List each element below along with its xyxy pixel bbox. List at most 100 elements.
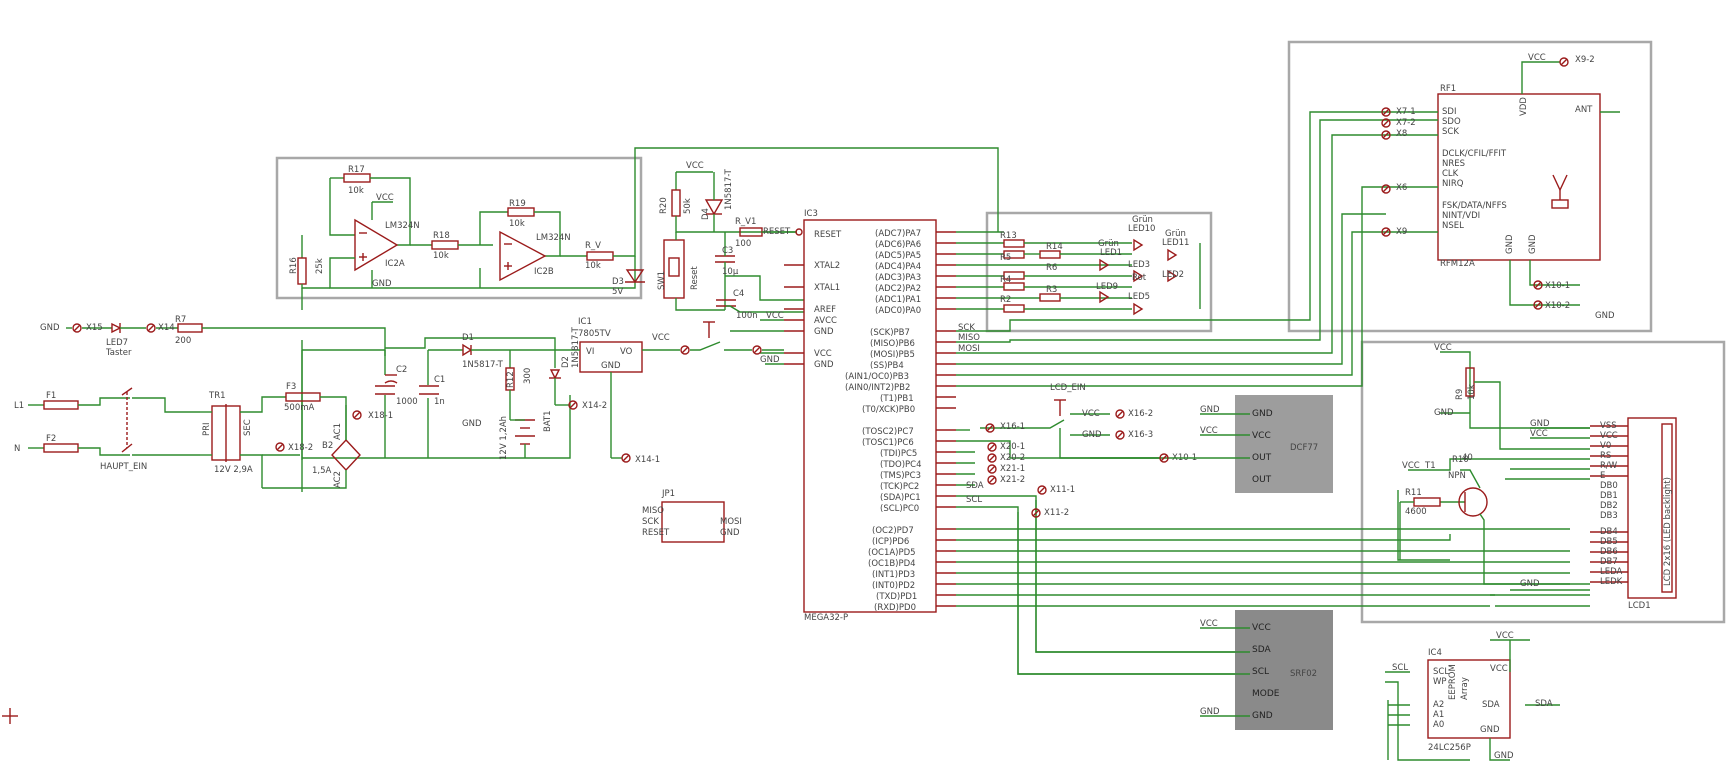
pd0-label: (RXD)PD0 <box>874 603 916 613</box>
pd1-label: (TXD)PD1 <box>876 592 917 602</box>
miso-net: MISO <box>958 333 980 343</box>
ac2-label: AC2 <box>333 471 343 488</box>
pb6-label: (MISO)PB6 <box>870 339 915 349</box>
rv-label: R_V <box>585 241 601 251</box>
b2-value: 1,5A <box>312 466 332 476</box>
x7-1-label: X7-1 <box>1396 107 1416 117</box>
jp1-mosi: MOSI <box>720 517 742 527</box>
dcf77-module <box>1235 395 1333 493</box>
r9-vcc-label: VCC <box>1434 343 1452 353</box>
ic4-value: 24LC256P <box>1428 743 1471 753</box>
pc4-label: (TDO)PC4 <box>880 460 922 470</box>
pa2-label: (ADC2)PA2 <box>875 284 921 294</box>
eeprom-chip <box>1427 659 1511 739</box>
r14-label: R14 <box>1046 242 1063 252</box>
srf-scl: SCL <box>1252 667 1269 677</box>
x14-1-label: X14-1 <box>635 455 660 465</box>
lcd-gnd-label: GND <box>1082 430 1102 440</box>
dclk-label: DCLK/CFIL/FFIT <box>1442 149 1507 159</box>
d4-value: 1N5817-T <box>724 168 734 210</box>
r19-resistor <box>507 207 535 217</box>
mvcc-label: VCC <box>814 349 832 359</box>
led3-label: LED3 <box>1128 260 1150 270</box>
l1-label: L1 <box>14 401 24 411</box>
r9-label: R9 <box>1455 389 1465 400</box>
r9-value: 10k <box>1467 384 1477 400</box>
led1-color: Grün <box>1098 239 1119 249</box>
rfm-vcc-label: VCC <box>1528 53 1546 63</box>
pc0-label: (SCL)PC0 <box>880 504 919 514</box>
vcc-label: VCC <box>376 193 394 203</box>
x14-label: X14 <box>158 323 175 333</box>
lcd-vcc-label: VCC <box>1082 409 1100 419</box>
ic3-label: IC3 <box>804 209 818 219</box>
x6-label: X6 <box>1396 183 1407 193</box>
rfm-gnd2-label: GND <box>1528 234 1538 254</box>
aref-label: AREF <box>814 305 836 315</box>
x11-2-label: X11-2 <box>1044 508 1069 518</box>
led-array <box>1003 238 1201 316</box>
pa3-label: (ADC3)PA3 <box>875 273 921 283</box>
c1-label: C1 <box>434 375 445 385</box>
jp1-header <box>661 501 725 543</box>
x16-3-label: X16-3 <box>1128 430 1153 440</box>
r11-resistor <box>1413 497 1441 507</box>
lcd-label: LCD1 <box>1628 601 1651 611</box>
pc1-label: (SDA)PC1 <box>880 493 921 503</box>
d2-value: 1N5817-T <box>571 326 581 368</box>
jp1-gnd: GND <box>720 528 740 538</box>
x8-label: X8 <box>1396 129 1407 139</box>
dcf-nout: OUT <box>1252 475 1272 485</box>
jp1-label: JP1 <box>661 489 675 499</box>
ic2b-label: IC2B <box>534 267 554 277</box>
r19-label: R19 <box>509 199 526 209</box>
f3-value: 500mA <box>284 403 315 413</box>
mosi-net: MOSI <box>958 344 980 354</box>
x20-2-label: X20-2 <box>1000 453 1025 463</box>
pc5-label: (TDI)PC5 <box>880 449 917 459</box>
r12-value: 300 <box>523 368 533 384</box>
sda-bus <box>1035 500 1250 653</box>
t1-label: T1 <box>1424 461 1436 471</box>
pb2-label: (AIN0/INT2)PB2 <box>845 383 910 393</box>
x9-2-label: X9-2 <box>1575 55 1595 65</box>
srf-label: SRF02 <box>1290 669 1317 679</box>
bat-gnd-label: GND <box>462 419 482 429</box>
r13-label: R13 <box>1000 231 1017 241</box>
rfm-gnd1-label: GND <box>1505 234 1515 254</box>
c4-value: 100n <box>736 311 758 321</box>
r16-value: 25k <box>315 258 325 274</box>
r18-label: R18 <box>433 231 450 241</box>
lcd-v0: V0 <box>1600 441 1611 451</box>
pb5-label: (MOSI)PB5 <box>870 350 915 360</box>
c1-value: 1n <box>434 397 445 407</box>
srf-gnd-net: GND <box>1200 707 1220 717</box>
rfm-gnd-net: GND <box>1595 311 1615 321</box>
f1-label: F1 <box>46 391 56 401</box>
ee-wp: WP <box>1433 677 1447 687</box>
r11-value: 4600 <box>1405 507 1427 517</box>
x18-2-label: X18-2 <box>288 443 313 453</box>
nres-label: NRES <box>1442 159 1465 169</box>
lm324b-label: LM324N <box>536 233 571 243</box>
pc2-label: (TCK)PC2 <box>880 482 919 492</box>
pb0-label: (T0/XCK)PB0 <box>862 405 915 415</box>
ic1-label: IC1 <box>578 317 592 327</box>
reset-net-label: RESET <box>763 227 791 237</box>
c3-label: C3 <box>722 246 733 256</box>
b2-bridge <box>331 438 361 472</box>
pc7-label: (TOSC2)PC7 <box>862 427 914 437</box>
x7-2-label: X7-2 <box>1396 118 1416 128</box>
x16-2-label: X16-2 <box>1128 409 1153 419</box>
reset-button-label: Reset <box>690 266 700 290</box>
sck-net: SCK <box>958 323 975 333</box>
r2-label: R2 <box>1000 295 1011 305</box>
r10-value: 40 <box>1462 453 1473 463</box>
f3-label: F3 <box>286 382 296 392</box>
lcd-display <box>1627 417 1677 599</box>
ac1-label: AC1 <box>333 423 343 440</box>
avcc-vcc-label: VCC <box>766 311 784 321</box>
ant-label: ANT <box>1575 105 1593 115</box>
x10-1-label: X10-1 <box>1545 281 1570 291</box>
lcd-vcc-net: VCC <box>1530 429 1548 439</box>
